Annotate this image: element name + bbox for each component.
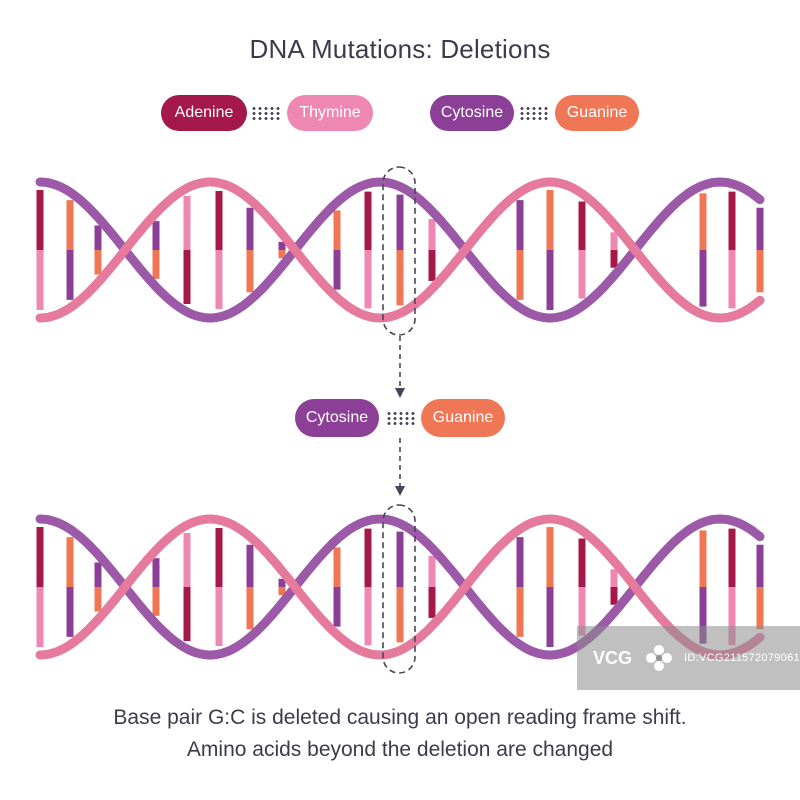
watermark-logo: VCG bbox=[593, 647, 633, 668]
page-title: DNA Mutations: Deletions bbox=[249, 34, 551, 64]
deletion-gap-box bbox=[382, 504, 416, 674]
strand-pink bbox=[35, 177, 765, 323]
strand-purple bbox=[35, 177, 765, 323]
deletion-highlight-box bbox=[382, 166, 416, 336]
dna-helix-original bbox=[35, 166, 765, 336]
base-pairs-original bbox=[36, 190, 764, 310]
arrow-down-icon bbox=[395, 438, 405, 496]
legend-cytosine: Cytosine bbox=[430, 95, 514, 131]
strand-purple bbox=[35, 514, 765, 660]
legend-pair-dots-at bbox=[251, 106, 281, 120]
caption-line-1: Base pair G:C is deleted causing an open… bbox=[113, 706, 687, 729]
legend-adenine: Adenine bbox=[161, 95, 247, 131]
deleted-guanine: Guanine bbox=[421, 399, 505, 437]
legend-guanine: Guanine bbox=[555, 95, 639, 131]
deleted-cytosine: Cytosine bbox=[295, 399, 379, 437]
caption-line-2: Amino acids beyond the deletion are chan… bbox=[186, 738, 614, 761]
caption: Base pair G:C is deleted causing an open… bbox=[0, 702, 800, 766]
watermark-id: ID:VCG211572079061 bbox=[684, 652, 800, 664]
base-pairs-mutated bbox=[36, 527, 764, 647]
flower-icon bbox=[646, 645, 673, 671]
legend-thymine: Thymine bbox=[287, 95, 373, 131]
dna-helix-mutated bbox=[35, 504, 765, 674]
watermark: VCG ID:VCG211572079061 bbox=[577, 626, 800, 690]
deleted-pair-dots bbox=[386, 411, 416, 425]
strand-pink bbox=[35, 514, 765, 660]
arrow-down-icon bbox=[395, 336, 405, 398]
legend-pair-dots-cg bbox=[519, 106, 549, 120]
